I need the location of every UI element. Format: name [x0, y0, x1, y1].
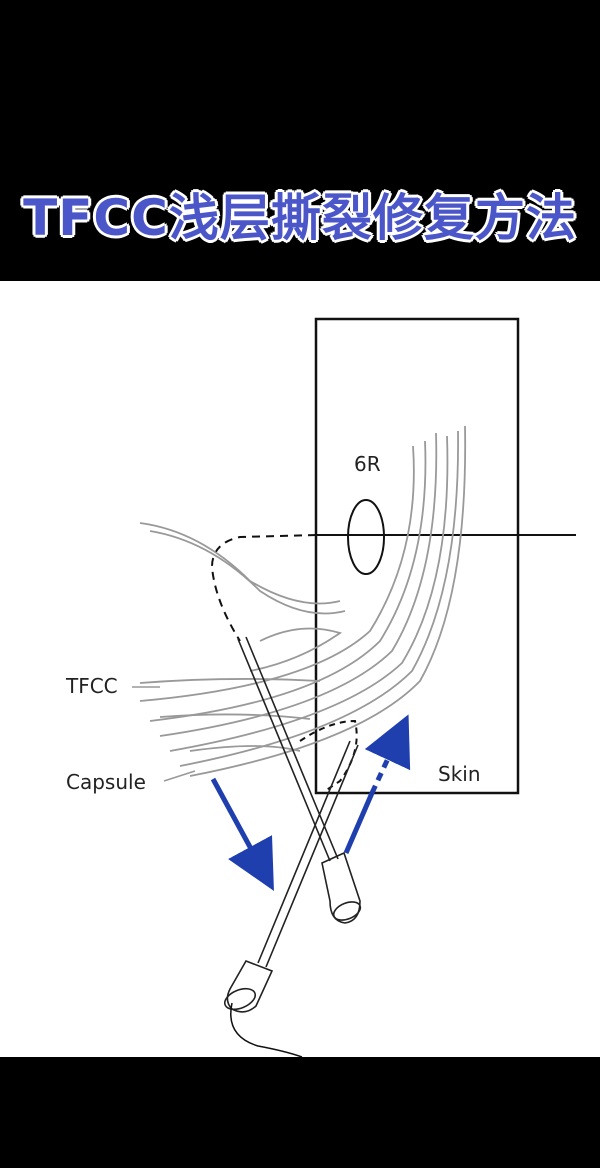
diagram-figure: 6R TFCC Capsule Skin — [0, 281, 600, 1057]
dashed-suture-path — [210, 534, 317, 642]
skin-label: Skin — [438, 762, 481, 786]
arrow-up-solid — [343, 792, 375, 854]
diagram-svg: 6R TFCC Capsule Skin — [65, 317, 576, 1057]
skin-box — [314, 317, 520, 795]
portal-label: 6R — [354, 452, 381, 476]
needle-2 — [223, 740, 359, 1013]
tendon-strands — [139, 425, 467, 777]
needle-1 — [237, 636, 362, 924]
capsule-leader-line — [163, 770, 196, 782]
bottom-bar — [0, 1057, 600, 1168]
tfcc-label: TFCC — [65, 674, 118, 698]
arrow-up-dashed — [364, 714, 411, 795]
title-bar: TFCC浅层撕裂修复方法 — [0, 0, 600, 281]
portal-ellipse — [347, 499, 385, 575]
suture-tail — [230, 1002, 303, 1057]
capsule-label: Capsule — [66, 770, 146, 794]
arrow-down — [210, 777, 274, 891]
page-title: TFCC浅层撕裂修复方法 — [23, 189, 577, 247]
